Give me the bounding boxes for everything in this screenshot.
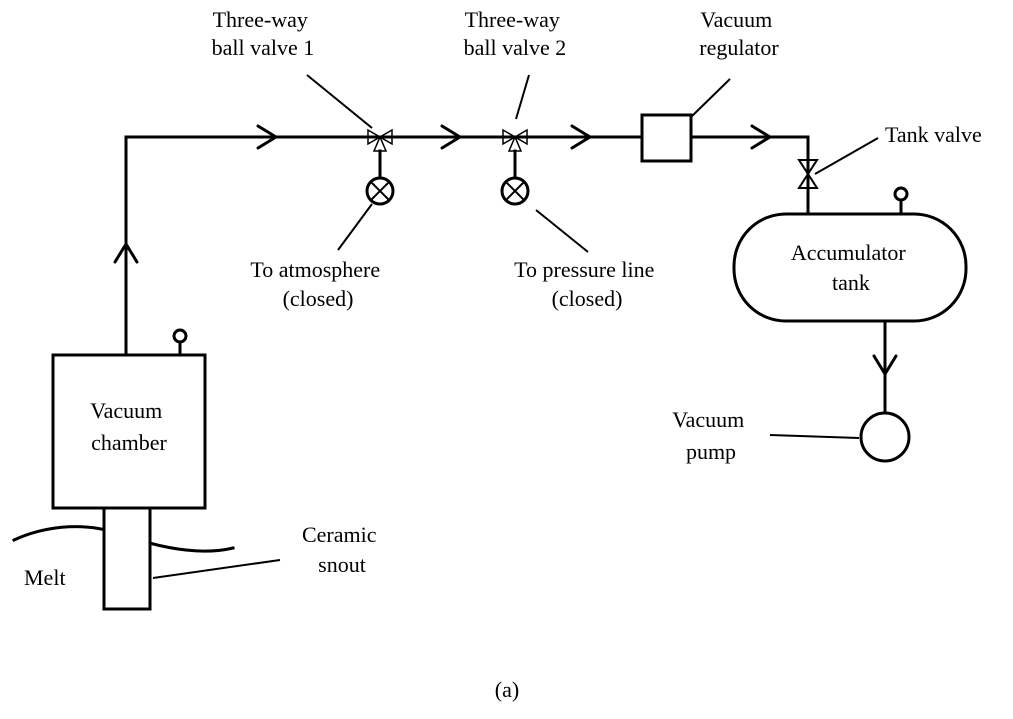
label-vacuum-chamber: Vacuum chamber: [90, 398, 168, 455]
atmosphere-vent-icon: [365, 176, 395, 206]
leader-valve2: [515, 74, 530, 120]
label-tank-valve: Tank valve: [885, 122, 982, 147]
vacuum-pump-icon: [859, 411, 911, 463]
flow-arrow-3: [570, 124, 592, 150]
flow-arrow-2: [440, 124, 462, 150]
label-ceramic-snout: Ceramic snout: [302, 522, 382, 577]
main-vacuum-line: [124, 135, 810, 357]
three-way-valve-1-icon: [367, 128, 393, 178]
vacuum-regulator-box: [640, 113, 693, 163]
label-accumulator-tank: Accumulator tank: [791, 240, 911, 295]
leader-vacuum-pump: [769, 434, 860, 439]
leader-regulator: [689, 78, 731, 119]
pressure-line-port-icon: [500, 176, 530, 206]
flow-arrow-4: [750, 124, 772, 150]
flow-arrow-1: [256, 124, 278, 150]
leader-pressure-line: [535, 209, 589, 253]
leader-valve1: [306, 74, 373, 129]
label-three-way-valve-2: Three-way ball valve 2: [464, 7, 567, 60]
tank-valve-icon: [797, 159, 819, 189]
leader-atmosphere: [337, 203, 373, 251]
three-way-valve-2-icon: [502, 128, 528, 178]
label-vacuum-pump: Vacuum pump: [672, 407, 750, 464]
vacuum-chamber-box: [51, 353, 207, 510]
accumulator-tank-body: [732, 212, 968, 323]
chamber-gauge-icon: [172, 328, 188, 344]
label-three-way-valve-1: Three-way ball valve 1: [212, 7, 315, 60]
ceramic-snout: [102, 506, 152, 611]
figure-caption: (a): [495, 677, 519, 702]
label-melt: Melt: [24, 565, 66, 590]
flow-arrow-down: [872, 354, 898, 376]
label-to-atmosphere: To atmosphere (closed): [250, 257, 385, 311]
tank-gauge-icon: [893, 186, 909, 202]
leader-ceramic-snout: [152, 559, 281, 579]
flow-arrow-up: [113, 242, 139, 264]
label-to-pressure-line: To pressure line (closed): [514, 257, 660, 311]
label-vacuum-regulator: Vacuum regulator: [699, 7, 779, 60]
leader-tank-valve: [814, 137, 879, 175]
